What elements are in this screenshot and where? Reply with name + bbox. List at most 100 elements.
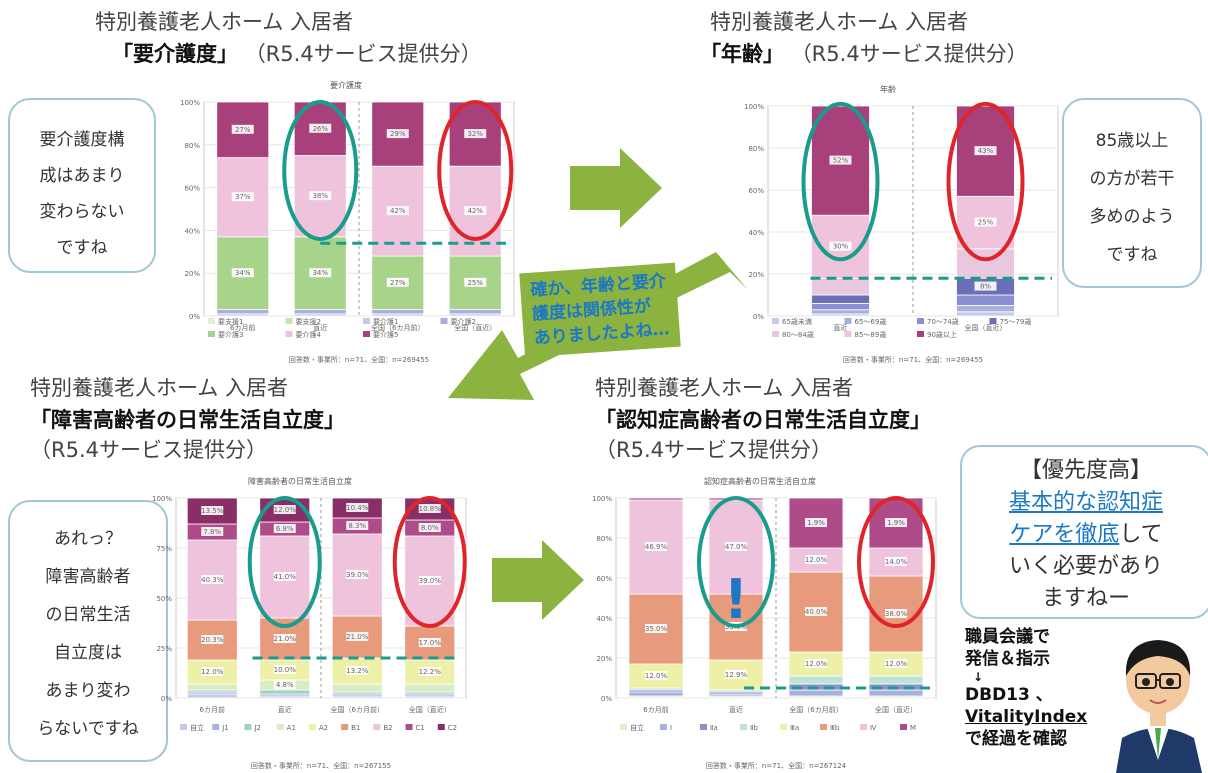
data-label-bg [309,191,332,201]
data-label: 38.0% [885,610,908,618]
red-highlight-ellipse [437,100,514,241]
bar-segment [331,533,383,617]
data-label-bg [273,572,296,581]
bar-segment [811,294,870,304]
data-label-bg [346,570,369,579]
disability-comment-bubble: あれっ？ 障害高齢者 の日常生活 自立度は あまり変わ らないですね [8,500,168,762]
right-arrow-icon [492,540,584,620]
data-label-bg [346,521,369,530]
bar-segment [956,311,1015,317]
legend-swatch [820,724,827,730]
data-label-bg [829,241,852,251]
data-label-bg [418,667,441,676]
legend-swatch [700,724,707,730]
age-title-line1: 特別養護老人ホーム 入居者 [710,10,969,34]
chart-title: 年齢 [880,84,896,94]
data-label-bg [418,638,441,647]
priority-highlight-line1: 基本的な認知症 [1008,490,1163,515]
bar-segment [371,309,425,315]
data-label: 42% [467,207,483,215]
legend-label: Ⅲa [790,724,799,732]
data-label-bg [231,268,254,278]
dementia-chart-svg: 認知症高齢者の日常生活自立度0%20%40%60%80%100%12.0%35.… [592,476,937,770]
data-label: 12.0% [805,556,828,564]
data-label: 8% [980,283,991,291]
priority-header: 【優先度高】 [1019,458,1152,483]
age-chart-svg: 年齢0%20%40%60%80%100%30%52%直近8%25%43%全国（直… [744,84,1059,364]
legend-label: 自立 [630,723,644,732]
legend-label: 要支援2 [296,317,321,326]
bar-segment [788,675,844,685]
right-arrow-icon [570,148,662,228]
legend-label: 90歳以上 [927,330,957,339]
data-label: 34% [312,269,328,277]
x-tick-label: 直近 [313,323,327,332]
legend-label: 要介護3 [218,330,243,339]
bubble-line: ですね [1106,245,1158,265]
bar-segment [868,675,924,685]
data-label: 12.0% [885,660,908,668]
data-label: 32% [467,130,483,138]
care-level-chart-svg: 要介護度0%20%40%60%80%100%34%37%27%6カ月前34%38… [180,80,515,364]
data-label-bg [273,505,296,514]
data-label-bg [974,146,997,156]
data-label: 41.0% [274,573,297,581]
bar-segment [956,294,1015,306]
legend-label: Ⅱa [710,724,718,732]
x-tick-label: 6カ月前 [230,323,255,332]
data-label-bg [309,268,332,278]
red-highlight-ellipse [857,496,935,628]
legend-swatch [212,724,220,730]
data-label-bg [725,542,747,551]
y-tick-label: 40% [748,229,764,237]
y-tick-label: 20% [596,655,612,663]
legend-swatch [860,724,867,730]
legend-swatch [780,724,787,730]
legend-swatch [989,318,997,324]
y-tick-label: 60% [184,185,200,193]
bubble-line: 要介護度構 [39,130,125,150]
red-highlight-ellipse [392,496,467,628]
bar-segment [259,689,311,695]
legend-swatch [844,318,852,324]
x-tick-label: 直近 [729,705,743,714]
care-level-title-line2: 「要介護度」 （R5.4サービス提供分） [112,38,482,68]
legend-label: 要介護5 [373,330,398,339]
bubble-line: 変わらない [39,202,125,222]
chart-footer: 回答数・事業所：n=71、全国：n=269455 [289,355,429,364]
teal-highlight-ellipse [282,100,359,241]
age-title-line2: 「年齢」 （R5.4サービス提供分） [700,38,1028,68]
data-label-bg [346,632,369,641]
y-tick-label: 0% [753,313,764,321]
care-level-title-suffix: （R5.4サービス提供分） [244,42,482,66]
legend-swatch [620,724,627,730]
y-tick-label: 80% [596,535,612,543]
bar-segment [628,691,684,697]
y-tick-label: 60% [748,187,764,195]
disability-title-bold: 「障害高齢者の日常生活自立度」 [30,408,345,432]
priority-line4: ますねー [1041,586,1130,611]
data-label: 43% [978,147,994,155]
y-tick-label: 80% [184,142,200,150]
red-highlight-ellipse [946,101,1025,262]
data-label-bg [201,667,224,676]
legend-label: 85～89歳 [855,330,887,339]
legend-label: 要介護1 [373,317,398,326]
data-label: 38% [312,192,328,200]
bar-segment [956,248,1015,279]
bar-segment [186,683,238,691]
data-label: 1.9% [887,519,905,527]
data-label-bg [805,518,827,527]
staff-note-arrow-icon: ↓ [973,670,984,684]
bubble-line: あれっ？ [54,529,122,549]
legend-label: 70～74歳 [927,317,959,326]
data-label: 4.8% [276,681,294,689]
data-label: 25% [978,219,994,227]
data-label: 29% [390,130,406,138]
legend-swatch [373,724,381,730]
data-label: 27% [390,279,406,287]
